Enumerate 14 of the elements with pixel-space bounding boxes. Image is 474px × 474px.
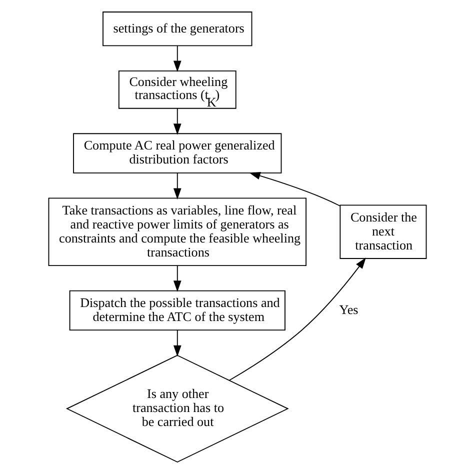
- arrow: [228, 258, 366, 381]
- arrow: [172, 172, 181, 200]
- arrow: [172, 108, 181, 135]
- node-box: Consider the next transaction: [339, 204, 426, 259]
- node-box: Dispatch the possible transactions and determine the ATC of the system: [68, 290, 285, 331]
- arrow: [248, 172, 340, 206]
- edge-label: Yes: [338, 302, 358, 317]
- arrow: [172, 45, 181, 72]
- node-diamond: Is any other transaction has to be carried out: [65, 354, 288, 463]
- node-box: settings of the generators: [102, 12, 252, 46]
- node-box: Compute AC real power generalized distribution factors: [72, 133, 282, 174]
- arrow: [172, 265, 181, 292]
- arrow: [172, 330, 181, 357]
- node-box: Take transactions as variables, line flow, real and reactive power limits of generators as constraints and compute the feasible wheeling transactions: [48, 198, 306, 266]
